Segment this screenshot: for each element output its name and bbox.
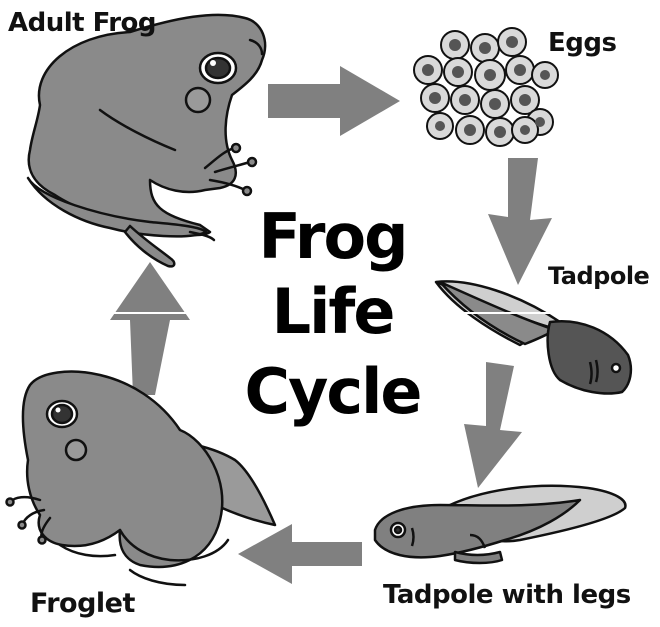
arrow-adult-to-eggs: [268, 66, 400, 136]
tadpole-illustration: [436, 281, 631, 393]
stage-label-tadpole-with-legs: Tadpole with legs: [383, 580, 631, 610]
arrow-tadpole-to-legs: [464, 362, 522, 488]
title-line-frog: Frog: [225, 200, 440, 273]
tadpole-with-legs-illustration: [375, 486, 625, 563]
arrow-eggs-to-tadpole: [488, 158, 552, 285]
title-line-cycle: Cycle: [225, 355, 440, 428]
title-line-life: Life: [225, 275, 440, 348]
stage-label-eggs: Eggs: [548, 28, 616, 58]
stage-label-froglet: Froglet: [30, 588, 135, 619]
arrow-froglet-to-adult: [110, 262, 190, 395]
stage-label-tadpole: Tadpole: [548, 262, 649, 290]
stage-label-adult-frog: Adult Frog: [8, 8, 156, 38]
eggs-cluster: [414, 28, 558, 146]
arrow-legs-to-froglet: [238, 524, 362, 584]
